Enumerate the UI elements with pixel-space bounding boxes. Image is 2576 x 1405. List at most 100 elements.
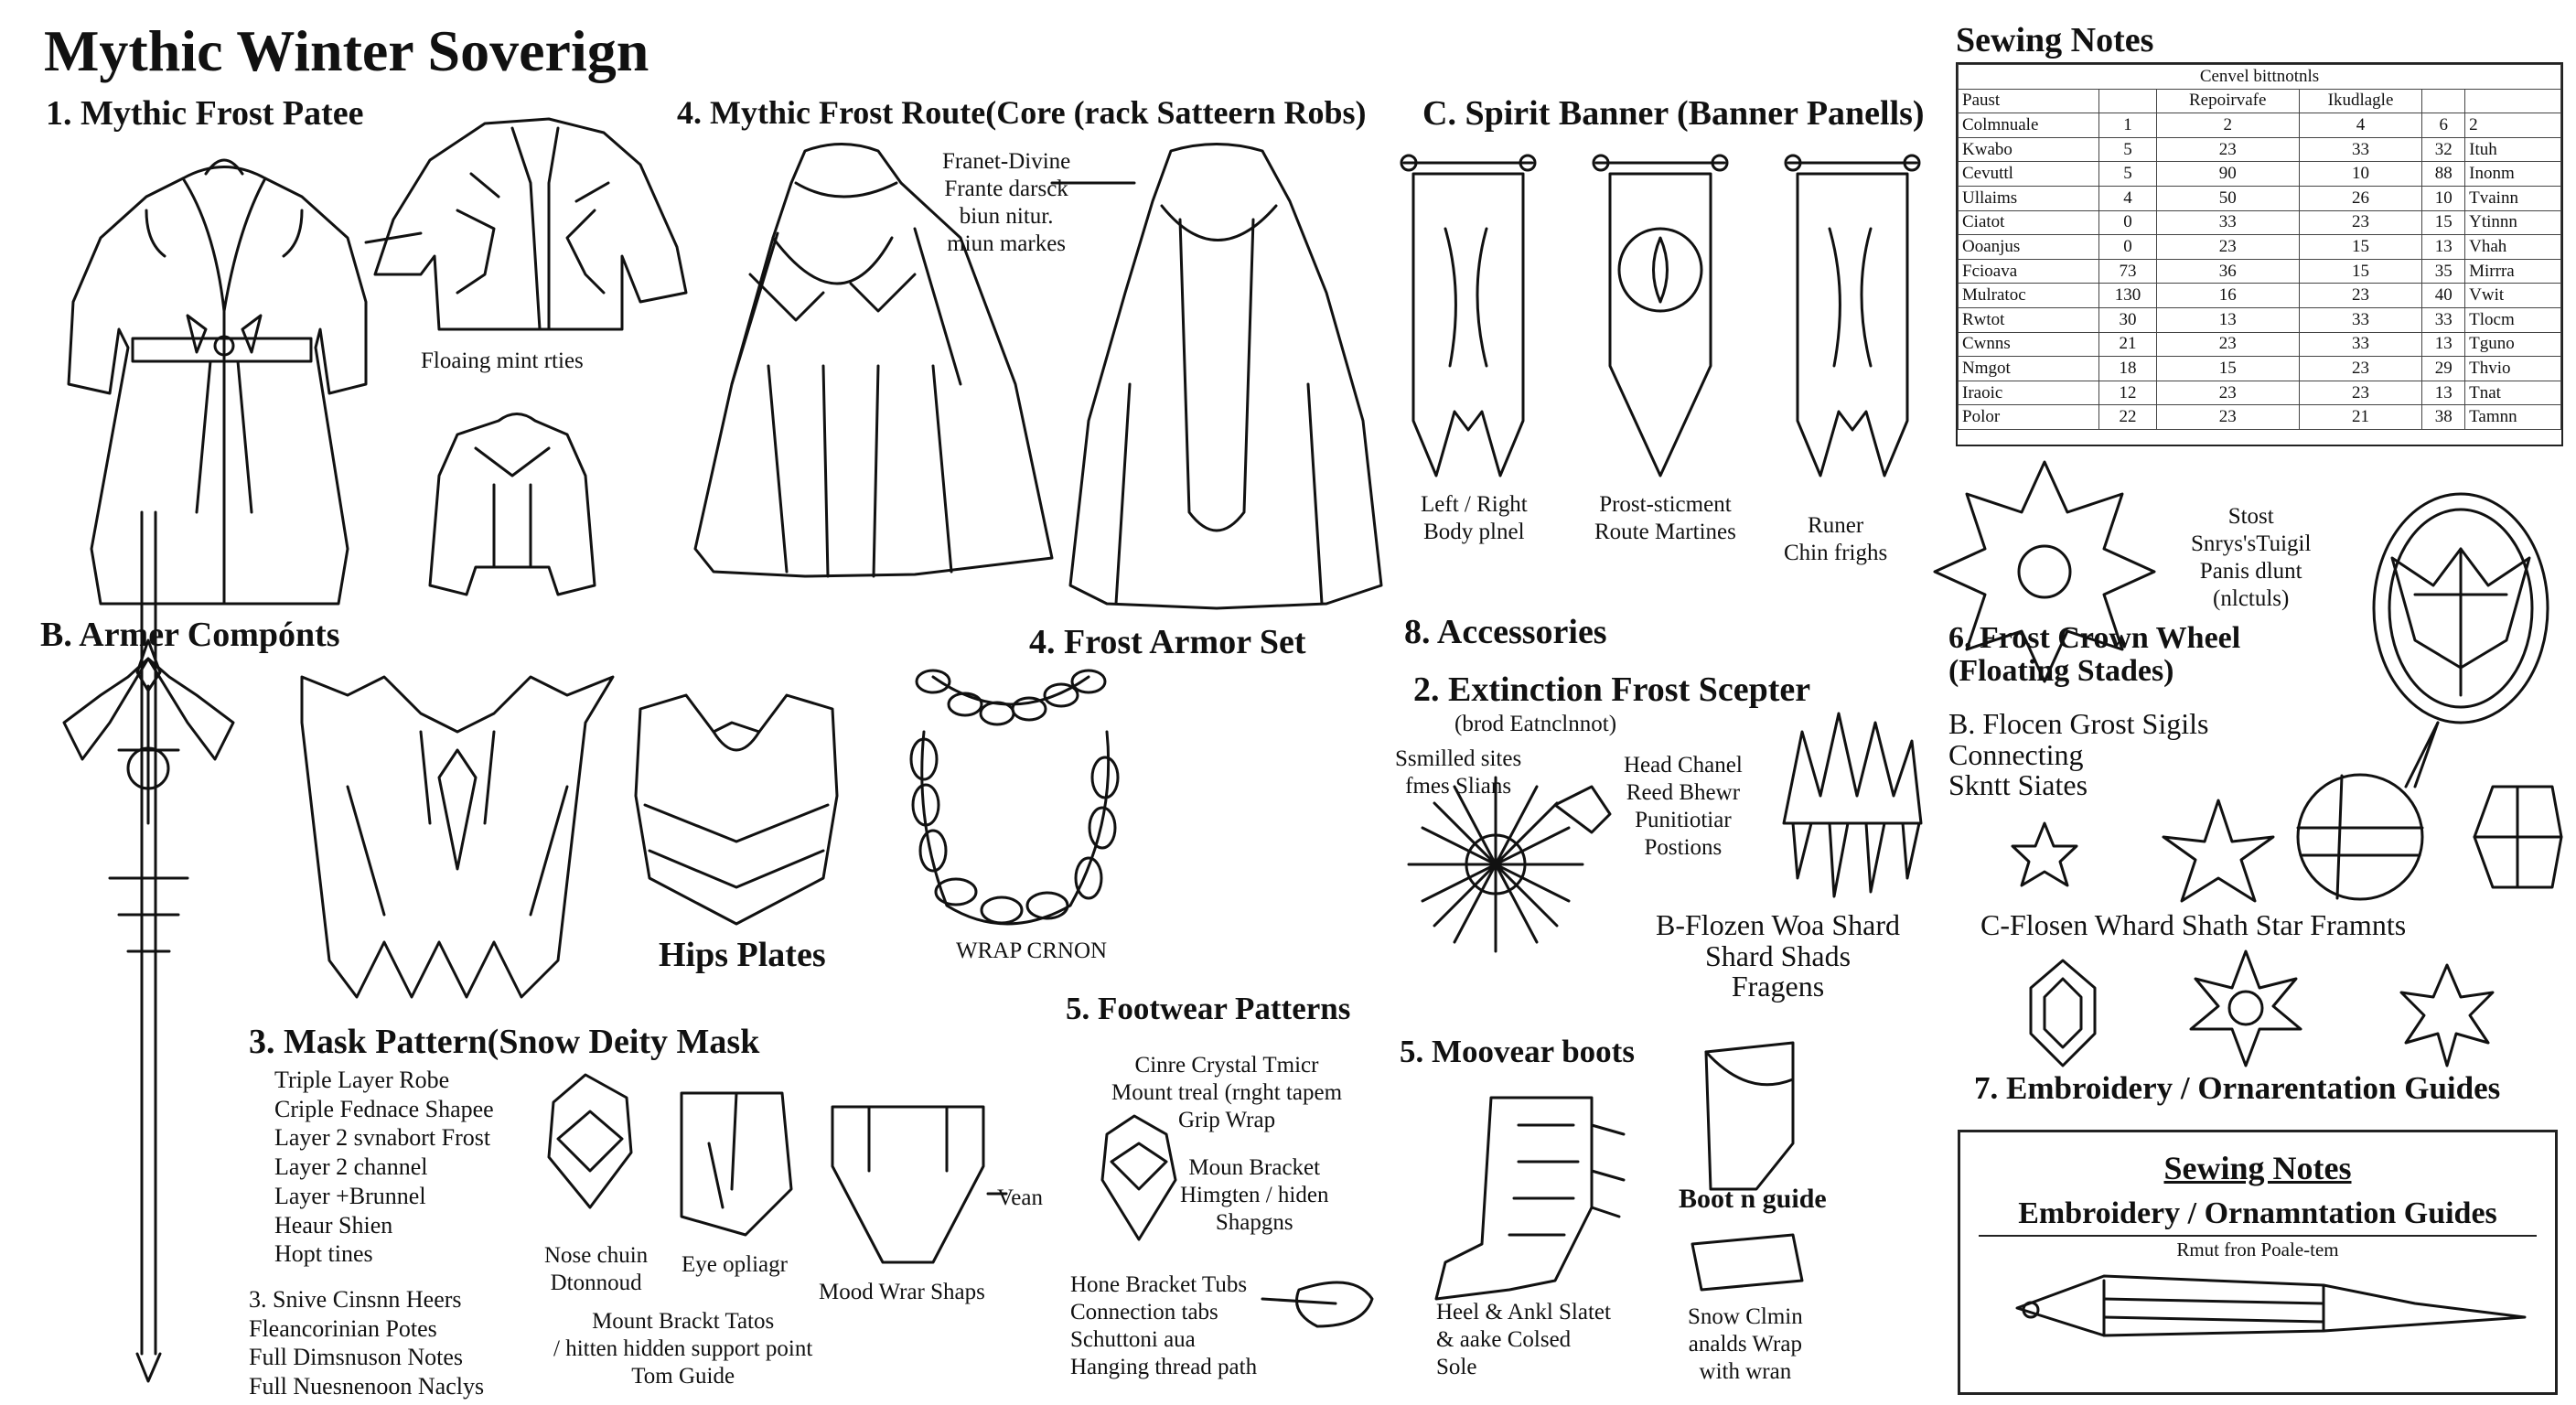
table-cell: Ytinnn	[2464, 209, 2561, 236]
heel-ankl-label: Heel & Ankl Slatet & aake Colsed Sole	[1436, 1300, 1611, 1379]
table-cell: Ciatot	[1957, 209, 2100, 236]
table-cell: 2	[2155, 113, 2300, 138]
table-cell: 33	[2298, 306, 2423, 333]
section-heading-shard-b: B-Flozen Woa Shard Shard Shads Fragens	[1656, 908, 1901, 1003]
section-heading-embroidery: 7. Embroidery / Ornarentation Guides	[1974, 1070, 2501, 1106]
table-cell: Tvainn	[2464, 185, 2561, 211]
table-cell: 23	[2155, 136, 2300, 163]
notes-box-subtitle: Embroidery / Ornamntation Guides	[2018, 1196, 2497, 1230]
table-cell: 38	[2421, 404, 2466, 430]
snow-deity-mask-drawings	[547, 1073, 1008, 1264]
table-cell: 16	[2155, 283, 2300, 308]
section-heading-frost-armor: 4. Frost Armor Set	[1029, 623, 1306, 661]
embroidery-sword-drawing	[2015, 1274, 2527, 1337]
table-cell: Polor	[1957, 404, 2100, 430]
table-cell: Kwabo	[1957, 136, 2100, 163]
table-cell: 5	[2098, 136, 2157, 163]
table-cell: 88	[2421, 161, 2466, 187]
scepter-left-label: Ssmilled sites fmes Slians	[1395, 746, 1522, 799]
armer-pauldron-drawing	[300, 675, 615, 999]
frost-poncho-drawing	[428, 413, 596, 596]
table-cell: Ooanjus	[1957, 234, 2100, 260]
eye-opliagr-label: Eye opliagr	[682, 1252, 788, 1277]
table-column-header	[2421, 88, 2466, 114]
shard-star-fragments-drawing	[2029, 949, 2495, 1067]
table-cell: Mirrra	[2464, 258, 2561, 284]
table-cell: 33	[2298, 136, 2423, 163]
table-cell: Ituh	[2464, 136, 2561, 163]
table-cell: 90	[2155, 161, 2300, 187]
claw-crown-drawing	[1782, 712, 1923, 898]
wrap-chain-label: WRAP CRNON	[956, 938, 1108, 963]
table-cell: 23	[2298, 209, 2423, 236]
table-cell: 33	[2298, 331, 2423, 358]
section-heading-footwear: 5. Footwear Patterns	[1066, 991, 1351, 1026]
section-heading-mask: 3. Mask Pattern(Snow Deity Mask	[249, 1023, 760, 1061]
table-cell: 10	[2298, 161, 2423, 187]
notes-box-title: Sewing Notes	[2163, 1150, 2352, 1186]
spirit-banner-drawings	[1400, 154, 1921, 477]
notes-divider	[1979, 1235, 2537, 1237]
table-cell: Ullaims	[1957, 185, 2100, 211]
table-cell: 15	[2155, 356, 2300, 381]
table-cell: 23	[2155, 234, 2300, 260]
section-heading-shard-c: C-Flosen Whard Shath Star Framnts	[1980, 908, 2407, 941]
table-cell: Rwtot	[1957, 306, 2100, 333]
table-cell: 21	[2298, 404, 2423, 430]
table-cell: 2	[2464, 113, 2561, 138]
section-heading-spirit-banner: C. Spirit Banner (Banner Panells)	[1422, 94, 1925, 133]
table-cell: 15	[2298, 234, 2423, 260]
frost-route-cape-drawing	[693, 143, 1054, 578]
frost-staff-drawing	[62, 510, 235, 1383]
table-cell: 4	[2098, 185, 2157, 211]
table-cell: 0	[2098, 209, 2157, 236]
table-cell: 23	[2155, 331, 2300, 358]
page-title: Mythic Winter Soverign	[44, 18, 649, 83]
footwear-list-label: Cinre Crystal Tmicr Mount treal (rnght t…	[1111, 1053, 1343, 1132]
table-cell: 30	[2098, 306, 2157, 333]
table-cell: 15	[2298, 258, 2423, 284]
crown-notes-label: Stost Snrys'sTuigil Panis dlunt (nlctuls…	[2191, 504, 2312, 611]
table-cell: 36	[2155, 258, 2300, 284]
banner-left-label: Left / Right Body plnel	[1421, 492, 1528, 544]
table-cell: 10	[2421, 185, 2466, 211]
snow-clmin-label: Snow Clmin analds Wrap with wran	[1688, 1304, 1803, 1384]
table-header-row: Cenvel bittnotnls	[1958, 64, 2561, 90]
table-cell: 33	[2421, 306, 2466, 333]
section-heading-moovear: 5. Moovear boots	[1400, 1034, 1635, 1069]
table-cell: 13	[2421, 234, 2466, 260]
extinction-scepter-star-drawing	[1407, 776, 1612, 953]
table-cell: 73	[2098, 258, 2157, 284]
table-cell: 23	[2298, 380, 2423, 406]
wrap-chain-drawing	[909, 669, 1120, 926]
table-cell: 0	[2098, 234, 2157, 260]
table-cell: Cevuttl	[1957, 161, 2100, 187]
sewing-notes-caption: Sewing Notes	[1956, 21, 2154, 59]
table-cell: 4	[2298, 113, 2423, 138]
table-cell: 35	[2421, 258, 2466, 284]
table-cell: 29	[2421, 356, 2466, 381]
banner-right-label: Runer Chin frighs	[1784, 513, 1888, 565]
table-cell: Colmnuale	[1957, 113, 2100, 138]
scepter-sub-label: (brod Eatnclnnot)	[1454, 712, 1617, 736]
table-cell: 23	[2298, 356, 2423, 381]
section-heading-sigils: B. Flocen Grost Sigils Connecting Skntt …	[1948, 707, 2209, 802]
table-cell: Thvio	[2464, 356, 2561, 381]
table-column-header	[2098, 88, 2157, 114]
table-cell: Vwit	[2464, 283, 2561, 308]
table-cell: 40	[2421, 283, 2466, 308]
table-cell: 18	[2098, 356, 2157, 381]
table-cell: Vhah	[2464, 234, 2561, 260]
table-cell: Mulratoc	[1957, 283, 2100, 308]
mood-wrar-label: Mood Wrar Shaps	[819, 1280, 985, 1304]
